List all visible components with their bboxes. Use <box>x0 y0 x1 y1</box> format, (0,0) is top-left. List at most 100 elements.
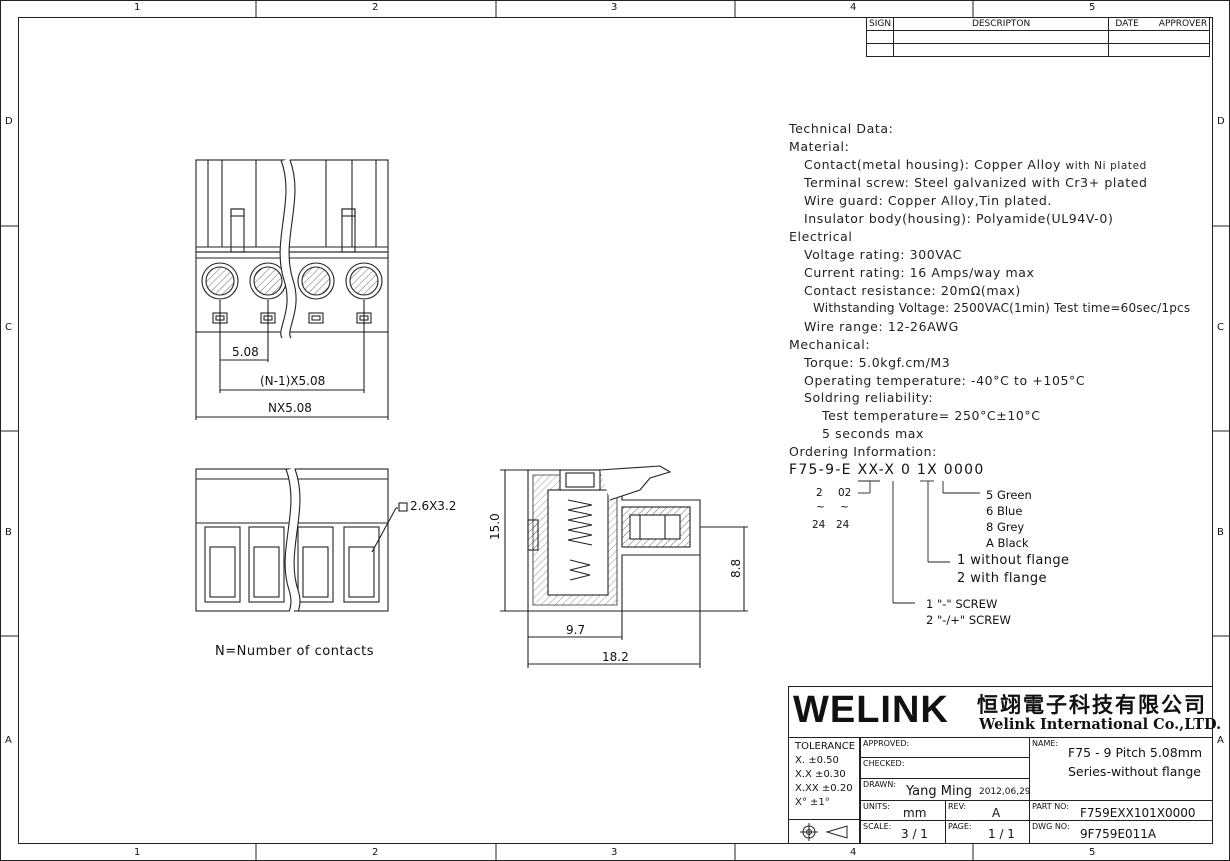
rev-cell: REV: A <box>945 800 1030 821</box>
ordering-leaders <box>858 480 980 604</box>
tolerance-4: X° ±1° <box>795 797 830 808</box>
ordering-flange-2: 2 with flange <box>957 571 1047 586</box>
tolerance-3: X.XX ±0.20 <box>795 783 853 794</box>
approved-cell: APPROVED: <box>860 737 1030 758</box>
ordering-screw-1: 1 "-" SCREW <box>926 597 998 611</box>
ordering-flange-1: 1 without flange <box>957 553 1070 568</box>
screw-holes <box>201 262 383 300</box>
zone-col-1-bottom: 1 <box>134 847 141 858</box>
zone-row-a-right: A <box>1217 735 1224 746</box>
part-no-value: F759EXX101X0000 <box>1080 806 1196 820</box>
screw-spring <box>567 499 593 581</box>
scale-cell: SCALE: 3 / 1 <box>860 820 946 844</box>
tech-withstanding: Withstanding Voltage: 2500VAC(1min) Test… <box>813 301 1191 315</box>
dim-hole: 2.6X3.2 <box>410 499 457 513</box>
zone-row-d: D <box>5 116 13 127</box>
zone-col-2-bottom: 2 <box>372 847 379 858</box>
projection-cell <box>788 819 860 844</box>
name-line-1: F75 - 9 Pitch 5.08mm <box>1068 745 1203 760</box>
zone-col-5: 5 <box>1089 2 1096 13</box>
tolerance-label: TOLERANCE <box>795 741 856 752</box>
zone-col-4: 4 <box>850 2 857 13</box>
dwg-no-cell: DWG NO: 9F759E011A <box>1029 820 1213 844</box>
ordering-to-code: 24 <box>836 519 850 531</box>
part-no-cell: PART NO: F759EXX101X0000 <box>1029 800 1213 821</box>
page-value: 1 / 1 <box>988 827 1015 841</box>
ordering-color-8: 8 Grey <box>986 520 1025 534</box>
ordering-tilde-2: ~ <box>840 501 849 513</box>
dim-side-height: 8.8 <box>729 558 743 578</box>
bottom-view <box>195 467 408 616</box>
tech-insulator: Insulator body(housing): Polyamide(UL94V… <box>804 211 1114 226</box>
dim-n-minus-1: (N-1)X5.08 <box>260 374 326 388</box>
zone-col-3-bottom: 3 <box>611 847 618 858</box>
company-name-cn: 恒翊電子科技有限公司 <box>977 692 1207 717</box>
ordering-to: 24 <box>812 519 826 531</box>
zone-col-4-bottom: 4 <box>850 847 857 858</box>
ordering-tilde-1: ~ <box>816 501 825 513</box>
company-logo: WELINK <box>793 689 949 731</box>
dim-nx: NX5.08 <box>268 401 312 415</box>
revision-table: SIGN DESCRIPTON DATE APPROVER <box>865 17 1211 57</box>
tech-voltage: Voltage rating: 300VAC <box>804 247 962 262</box>
zone-row-b-right: B <box>1217 527 1224 538</box>
ordering-color-6: 6 Blue <box>986 504 1023 518</box>
rev-value: A <box>992 806 1001 820</box>
page-cell: PAGE: 1 / 1 <box>945 820 1030 844</box>
dwg-no-value: 9F759E011A <box>1080 827 1157 841</box>
tech-resistance: Contact resistance: 20mΩ(max) <box>804 283 1021 298</box>
drawn-date: 2012,06,29 <box>979 787 1031 797</box>
tech-material: Material: <box>789 139 850 154</box>
tech-wire: Wire range: 12-26AWG <box>804 319 959 334</box>
zone-row-c: C <box>5 322 12 333</box>
tolerance-1: X. ±0.50 <box>795 755 839 766</box>
tech-current: Current rating: 16 Amps/way max <box>804 265 1035 280</box>
zone-row-a: A <box>5 735 12 746</box>
checked-cell: CHECKED: <box>860 757 1030 779</box>
dim-w1: 9.7 <box>566 623 586 637</box>
front-view <box>195 158 389 420</box>
tech-mechanical: Mechanical: <box>789 337 871 352</box>
ordering-from: 2 <box>816 487 823 499</box>
tech-temperature: Operating temperature: -40°C to +105°C <box>804 373 1086 388</box>
tech-seconds: 5 seconds max <box>822 426 925 441</box>
zone-col-1: 1 <box>134 2 141 13</box>
zone-row-c-right: C <box>1217 322 1224 333</box>
tech-solder: Soldring reliability: <box>804 390 934 405</box>
tech-title: Technical Data: <box>789 121 894 136</box>
ordering-code: F75-9-E XX-X 0 1X 0000 <box>789 462 985 478</box>
units-value: mm <box>903 806 927 820</box>
company-name-en: Welink International Co.,LTD. <box>979 716 1222 733</box>
zone-col-5-bottom: 5 <box>1089 847 1096 858</box>
zone-row-b: B <box>5 527 12 538</box>
title-block: WELINK 恒翊電子科技有限公司 Welink International C… <box>788 686 1221 844</box>
ordering-screw-2: 2 "-/+" SCREW <box>926 613 1011 627</box>
tech-torque: Torque: 5.0kgf.cm/M3 <box>804 355 951 370</box>
drawn-cell: DRAWN: Yang Ming 2012,06,29 <box>860 778 1031 801</box>
tech-guard: Wire guard: Copper Alloy,Tin plated. <box>804 193 1052 208</box>
tech-screw: Terminal screw: Steel galvanized with Cr… <box>804 175 1148 190</box>
dim-height: 15.0 <box>488 513 502 540</box>
side-view <box>500 465 748 668</box>
zone-row-d-right: D <box>1217 116 1225 127</box>
tech-contact: Contact(metal housing): Copper Alloy wit… <box>804 157 1147 172</box>
name-cell: NAME: F75 - 9 Pitch 5.08mm Series-withou… <box>1029 737 1213 801</box>
tech-test-temp: Test temperature= 250°C±10°C <box>822 408 1041 423</box>
tech-ordering: Ordering Information: <box>789 444 937 459</box>
projection-symbol-icon <box>800 823 848 841</box>
name-line-2: Series-without flange <box>1068 764 1201 779</box>
scale-value: 3 / 1 <box>901 827 928 841</box>
zone-col-3: 3 <box>611 2 618 13</box>
dim-pitch: 5.08 <box>232 345 259 359</box>
drawn-by: Yang Ming <box>906 784 973 799</box>
ordering-from-code: 02 <box>838 487 852 499</box>
tolerance-2: X.X ±0.30 <box>795 769 846 780</box>
ordering-color-5: 5 Green <box>986 488 1032 502</box>
note-contacts: N=Number of contacts <box>215 644 375 659</box>
dim-w2: 18.2 <box>602 650 629 664</box>
drawing-frame <box>18 17 1213 844</box>
zone-col-2: 2 <box>372 2 379 13</box>
tech-electrical: Electrical <box>789 229 853 244</box>
tolerance-cell: TOLERANCE X. ±0.50 X.X ±0.30 X.XX ±0.20 … <box>788 737 860 820</box>
